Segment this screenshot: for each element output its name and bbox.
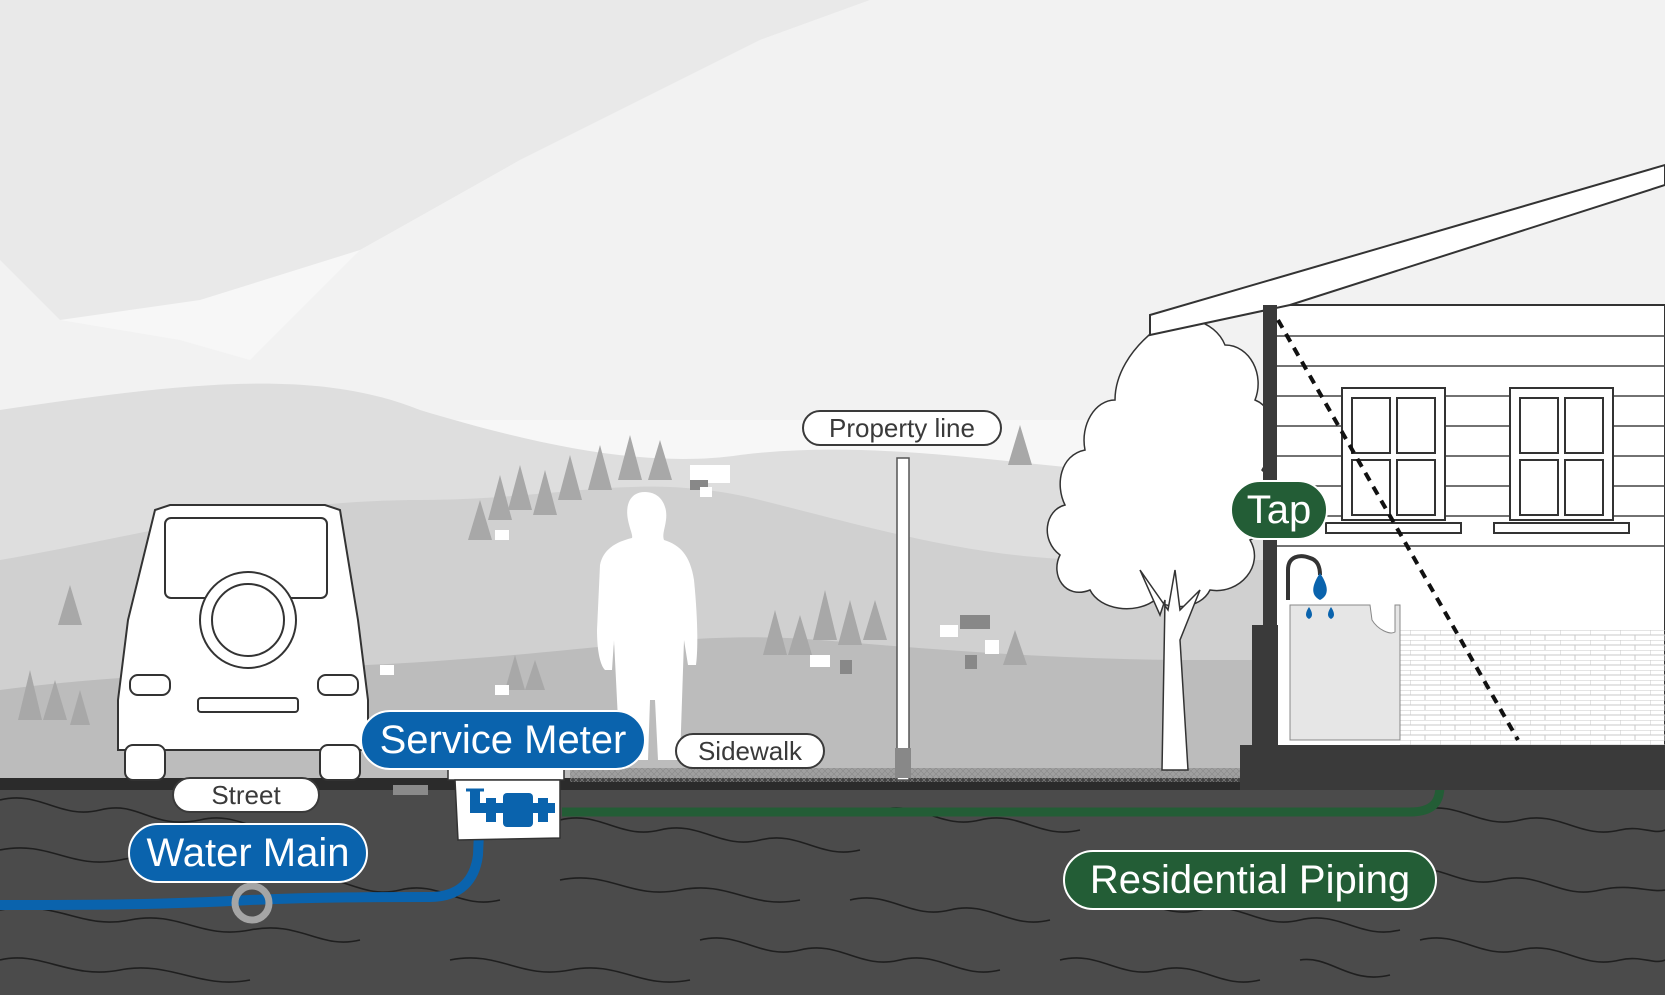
mountain-left	[0, 0, 1665, 420]
tap-faucet	[1286, 554, 1334, 619]
sidewalk-label: Sidewalk	[675, 733, 825, 769]
soil	[0, 778, 1665, 995]
service-meter-box	[447, 767, 565, 841]
service-meter-label: Service Meter	[360, 710, 646, 770]
street-label: Street	[172, 777, 320, 813]
property-line-label: Property line	[802, 410, 1002, 446]
property-line-post	[896, 457, 910, 781]
background-houses	[380, 465, 999, 695]
curb-stop	[393, 785, 428, 795]
far-hill	[0, 0, 870, 320]
setback-line	[1276, 319, 1520, 741]
house	[1149, 163, 1665, 790]
tap-label: Tap	[1230, 480, 1328, 540]
residential-piping-label: Residential Piping	[1063, 850, 1437, 910]
water-main-label: Water Main	[128, 823, 368, 883]
person-silhouette	[597, 492, 698, 760]
water-main-pipe	[0, 805, 485, 910]
conifer-trees	[18, 425, 1032, 725]
car	[117, 504, 369, 781]
main-connection	[231, 882, 273, 924]
deciduous-tree	[1046, 318, 1276, 771]
